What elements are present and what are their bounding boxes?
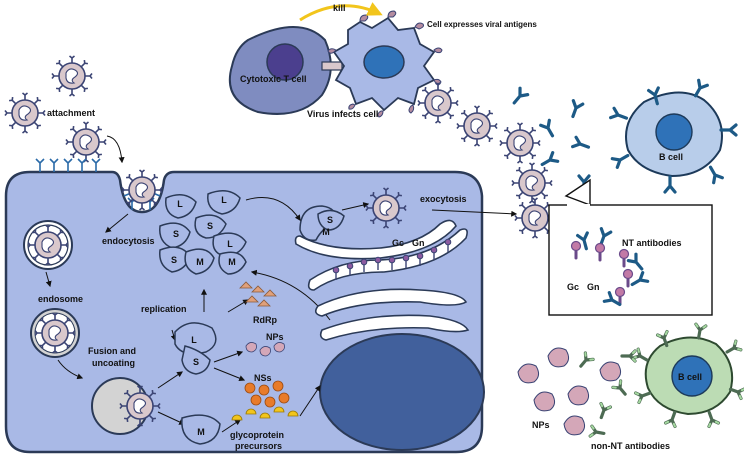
segment-s-middle: S xyxy=(181,345,211,375)
svg-text:M: M xyxy=(197,427,205,437)
virion-icon xyxy=(42,46,102,106)
np-proteins-outer xyxy=(517,347,622,436)
endocytosis-label: endocytosis xyxy=(102,236,155,246)
virion-icon xyxy=(502,153,562,213)
endosome xyxy=(25,303,85,363)
host-cell xyxy=(4,170,485,454)
exocytosis-label: exocytosis xyxy=(420,194,467,204)
svg-text:S: S xyxy=(207,221,213,231)
glycoprotein-precursors xyxy=(231,406,299,421)
svg-text:M: M xyxy=(228,257,236,267)
b-cell-bottom: B cell xyxy=(631,322,744,429)
fusion-label-line2: uncoating xyxy=(92,358,135,368)
svg-text:S: S xyxy=(193,357,199,367)
np-proteins-inner xyxy=(245,342,285,357)
kill-label: kill xyxy=(333,3,346,13)
virus-infects-cell-label: Virus infects cell xyxy=(307,109,378,119)
glyco-label-line2: precursors xyxy=(235,441,282,451)
svg-text:L: L xyxy=(191,335,197,345)
assembly-labels: S M xyxy=(322,215,333,237)
fusion-vesicle xyxy=(91,376,170,436)
nps-outer-label: NPs xyxy=(532,420,550,430)
er-golgi xyxy=(294,219,470,341)
svg-text:M: M xyxy=(322,227,330,237)
nps-inner-label: NPs xyxy=(266,332,284,342)
assembly-site xyxy=(299,205,345,242)
nss-label: NSs xyxy=(254,373,272,383)
svg-text:L: L xyxy=(227,239,233,249)
nss-proteins xyxy=(244,380,290,408)
replication-labels: L L S L S S M M xyxy=(171,195,236,267)
infected-cell-nucleus xyxy=(363,45,405,79)
t-cell-nucleus xyxy=(266,43,304,81)
nt-antibody-inset: NT antibodies Gc Gn xyxy=(548,178,713,316)
virion-icon xyxy=(447,96,507,156)
cell-expresses-label: Cell expresses viral antigens xyxy=(427,20,537,29)
svg-text:S: S xyxy=(173,229,179,239)
virion-icon xyxy=(490,113,550,173)
gc-top-label: Gc xyxy=(392,238,404,248)
t-cell-group: kill Cell expresses viral antigens Cytot… xyxy=(228,2,537,119)
replication-label: replication xyxy=(141,304,187,314)
rdrp-proteins xyxy=(239,281,277,307)
nt-antibodies-label: NT antibodies xyxy=(622,238,682,248)
attachment-label: attachment xyxy=(47,108,95,118)
b-cell-top-label: B cell xyxy=(659,152,683,162)
svg-text:L: L xyxy=(221,195,227,205)
nucleus xyxy=(319,333,485,451)
kill-arrow xyxy=(299,2,383,22)
endocytic-vesicle xyxy=(18,215,78,275)
glyco-label-line1: glycoprotein xyxy=(230,430,284,440)
svg-text:S: S xyxy=(171,255,177,265)
gn-inset-label: Gn xyxy=(587,282,600,292)
replication-cluster xyxy=(159,190,247,275)
endosome-label: endosome xyxy=(38,294,83,304)
fusion-label-line1: Fusion and xyxy=(88,346,136,356)
gc-inset-label: Gc xyxy=(567,282,579,292)
b-cell-bottom-label: B cell xyxy=(678,372,702,382)
b-cell-top: B cell xyxy=(609,78,738,194)
cytotoxic-t-cell-label: Cytotoxic T cell xyxy=(240,74,307,84)
svg-text:M: M xyxy=(196,257,204,267)
gn-top-label: Gn xyxy=(412,238,425,248)
non-nt-antibodies-label: non-NT antibodies xyxy=(591,441,670,451)
segment-m-lower: M xyxy=(181,414,221,445)
rdrp-label: RdRp xyxy=(253,315,277,325)
virion-icon xyxy=(0,83,55,143)
svg-text:L: L xyxy=(177,199,183,209)
svg-text:S: S xyxy=(327,215,333,225)
